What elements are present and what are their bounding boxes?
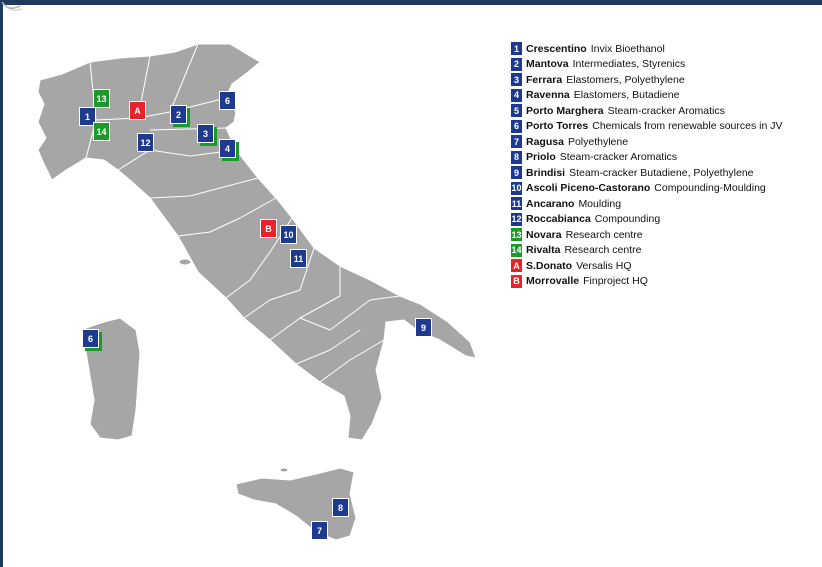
legend-badge: 7 [511, 135, 522, 149]
legend-badge: 9 [511, 166, 522, 180]
corner-ornament-icon [1, 1, 23, 11]
top-border [0, 0, 822, 5]
site-marker[interactable]: 9 [415, 318, 432, 337]
elba-shape [178, 258, 192, 266]
site-marker[interactable]: 12 [137, 133, 154, 152]
site-marker[interactable]: 13 [93, 89, 110, 108]
legend-site-description: Research centre [565, 228, 643, 241]
legend-badge: 11 [511, 197, 522, 211]
legend-site-name: Crescentino [526, 42, 587, 55]
legend-site-description: Polyethylene [567, 135, 629, 148]
site-marker[interactable]: 1 [79, 107, 96, 126]
legend-badge: 8 [511, 150, 522, 164]
legend-site-name: Rivalta [526, 244, 561, 257]
legend-badge: 6 [511, 119, 522, 133]
site-marker[interactable]: 8 [332, 498, 349, 517]
legend-badge: B [511, 274, 522, 288]
legend-badge: 3 [511, 73, 522, 87]
legend-badge: 2 [511, 57, 522, 71]
legend-site-name: Ravenna [526, 89, 570, 102]
legend-site-name: Brindisi [526, 166, 566, 179]
site-marker[interactable]: 2 [170, 105, 187, 124]
site-marker[interactable]: 11 [290, 249, 307, 268]
legend-site-name: Roccabianca [526, 213, 591, 226]
legend-site-description: Steam-cracker Aromatics [559, 151, 678, 164]
legend-site-name: S.Donato [526, 259, 573, 272]
legend-site-description: Elastomers, Polyethylene [566, 73, 685, 86]
legend-site-name: Porto Torres [526, 120, 589, 133]
legend-site-name: Morrovalle [526, 275, 580, 288]
legend-site-description: Steam-cracker Aromatics [607, 104, 725, 117]
legend-site-description: Chemicals from renewable sources in JV [592, 120, 783, 133]
legend-site-description: Versalis HQ [576, 259, 632, 272]
legend-site-name: Ferrara [526, 73, 563, 86]
legend-site-description: Steam-cracker Butadiene, Polyethylene [569, 166, 754, 179]
site-marker[interactable]: 7 [311, 521, 328, 540]
site-marker[interactable]: A [129, 101, 146, 120]
legend-badge: A [511, 259, 522, 273]
left-border [0, 5, 3, 567]
legend-site-description: Elastomers, Butadiene [573, 89, 680, 102]
legend-badge: 13 [511, 228, 522, 242]
site-marker[interactable]: B [260, 219, 277, 238]
legend-site-description: Finproject HQ [583, 275, 648, 288]
site-marker[interactable]: 4 [219, 139, 236, 158]
legend-site-name: Priolo [526, 151, 556, 164]
legend-site-name: Porto Marghera [526, 104, 604, 117]
legend-site-name: Ancarano [526, 197, 575, 210]
legend-site-description: Invix Bioethanol [590, 42, 665, 55]
legend-site-description: Compounding-Moulding [654, 182, 766, 195]
legend-badge: 5 [511, 104, 522, 118]
legend-site-description: Compounding [594, 213, 661, 226]
site-marker[interactable]: 14 [93, 122, 110, 141]
legend-site-name: Ascoli Piceno-Castorano [526, 182, 651, 195]
site-marker[interactable]: 3 [197, 124, 214, 143]
site-marker[interactable]: 6 [219, 91, 236, 110]
italy-regions [37, 43, 477, 541]
legend-site-description: Intermediates, Styrenics [572, 58, 686, 71]
sardinia-shape [85, 317, 141, 441]
legend-site-description: Research centre [564, 244, 642, 257]
legend-site-name: Novara [526, 228, 562, 241]
site-marker[interactable]: 6 [82, 329, 99, 348]
site-marker[interactable]: 10 [280, 225, 297, 244]
legend-site-name: Mantova [526, 58, 569, 71]
legend-badge: 4 [511, 88, 522, 102]
legend-badge: 10 [511, 181, 522, 195]
legend-badge: 14 [511, 243, 522, 257]
legend-badge: 1 [511, 42, 522, 56]
legend-site-description: Moulding [578, 197, 622, 210]
island-shape [279, 467, 289, 473]
legend-site-name: Ragusa [526, 135, 564, 148]
legend-badge: 12 [511, 212, 522, 226]
